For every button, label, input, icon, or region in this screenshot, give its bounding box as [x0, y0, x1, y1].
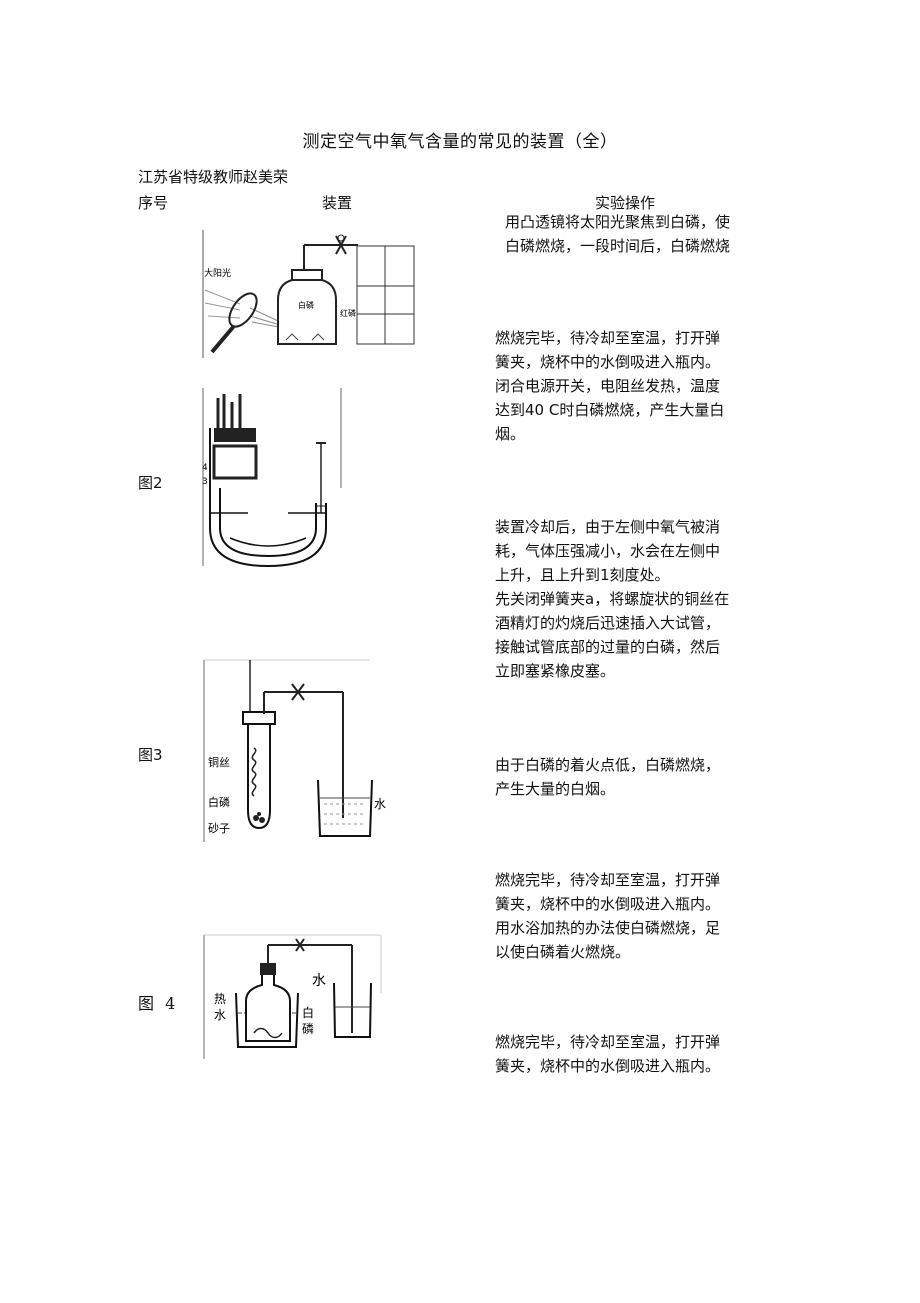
label-phosphorus: 白磷: [208, 795, 230, 809]
fig3-operation-1: 由于白磷的着火点低，白磷燃烧， 产生大量的白烟。: [495, 756, 721, 798]
figure-3-label: 图3: [138, 746, 163, 764]
figure-1-diagram: 大阳光 白磷 红磷: [202, 230, 415, 358]
header-device: 装置: [322, 194, 353, 212]
figure-2-label: 图2: [138, 474, 163, 492]
figure-3-diagram: 铜丝 白磷 砂子 水: [203, 659, 386, 842]
scale-4: 4: [202, 463, 208, 473]
label-side: 红磷: [340, 308, 356, 318]
fig3-operation-2: 燃烧完毕，待冷却至室温，打开弹 簧夹，烧杯中的水倒吸进入瓶内。 用水浴加热的办法…: [495, 871, 721, 961]
scale-3: 3: [202, 477, 208, 487]
fig1-operation-1: 用凸透镜将太阳光聚焦到白磷，使 白磷燃烧，一段时间后，白磷燃烧: [505, 213, 731, 255]
label-water: 水: [374, 797, 386, 811]
label-hot-2: 水: [214, 1008, 226, 1022]
label-white-1: 白: [302, 1005, 314, 1020]
figure-4-label: 图 4: [138, 994, 179, 1013]
label-hot-1: 热: [214, 992, 226, 1006]
fig1-operation-2: 燃烧完毕，待冷却至室温，打开弹 簧夹，烧杯中的水倒吸进入瓶内。 闭合电源开关，电…: [495, 329, 725, 443]
figure-4-diagram: 热 水 白 磷 水: [203, 934, 382, 1059]
fig4-operation-1: 燃烧完毕，待冷却至室温，打开弹 簧夹，烧杯中的水倒吸进入瓶内。: [495, 1033, 721, 1075]
label-sand: 砂子: [208, 822, 230, 835]
header-operation: 实验操作: [595, 194, 656, 212]
page-title: 测定空气中氧气含量的常见的装置（全）: [302, 132, 618, 152]
label-copper: 铜丝: [208, 755, 230, 769]
label-sun: 大阳光: [204, 267, 231, 279]
author-line: 江苏省特级教师赵美荣: [138, 168, 289, 186]
label-white-2: 磷: [302, 1021, 314, 1036]
header-seq: 序号: [138, 194, 169, 212]
fig2-operation-1: 装置冷却后，由于左侧中氧气被消 耗，气体压强减小，水会在左侧中 上升，且上升到1…: [495, 518, 730, 680]
label-inside: 白磷: [298, 300, 314, 310]
label-water-4: 水: [312, 973, 326, 989]
figure-2-diagram: 4 3: [202, 388, 342, 568]
